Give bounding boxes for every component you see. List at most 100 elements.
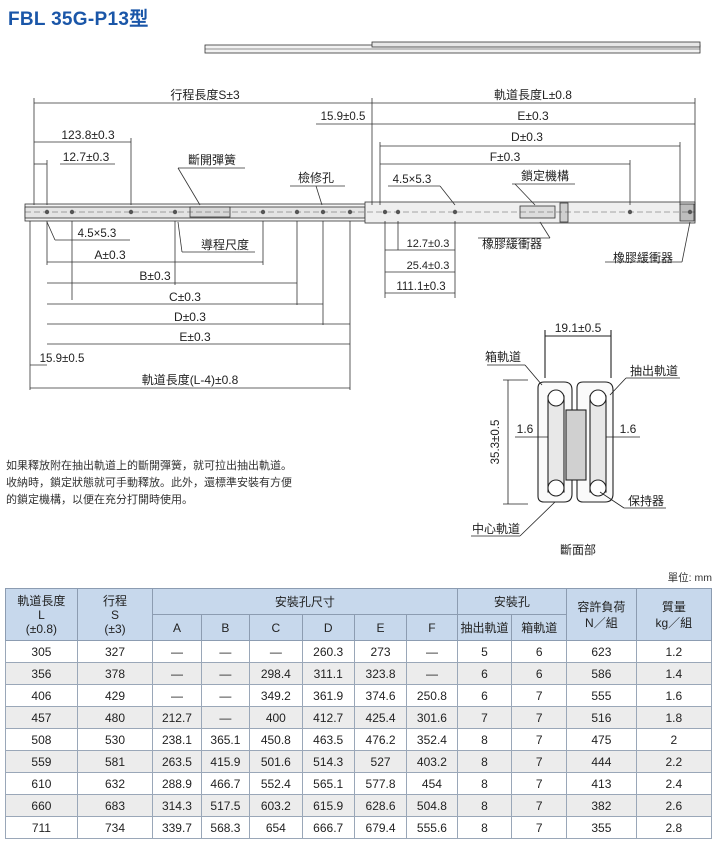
note-line-2: 收納時，鎖定狀態就可手動釋放。此外，還標準安裝有方便 <box>6 477 292 489</box>
dim-1111: 111.1±0.3 <box>396 281 445 293</box>
header-c: C <box>249 614 303 641</box>
dim-d-bottom: D±0.3 <box>174 310 206 324</box>
table-cell: 339.7 <box>152 816 202 839</box>
stroke-label: 行程長度S±3 <box>170 87 240 102</box>
header-a: A <box>152 614 202 641</box>
table-cell: — <box>200 706 251 729</box>
table-cell: 7 <box>511 684 568 707</box>
table-cell: 361.9 <box>301 684 355 707</box>
center-rail-label: 中心軌道 <box>472 521 520 536</box>
note-line-1: 如果釋放附在抽出軌道上的斷開彈簧，就可拉出抽出軌道。 <box>6 460 292 472</box>
table-cell: 7 <box>511 772 568 795</box>
table-cell: 454 <box>406 772 458 795</box>
drawer-rail-label: 抽出軌道 <box>630 363 678 378</box>
header-b: B <box>200 614 251 641</box>
dim-e-bottom: E±0.3 <box>179 330 211 344</box>
rubber-buffer-label-1: 橡膠緩衝器 <box>482 237 542 251</box>
table-cell: 263.5 <box>152 750 202 773</box>
dim-f-top: F±0.3 <box>490 150 521 164</box>
table-cell: 610 <box>5 772 78 795</box>
table-cell: 7 <box>456 706 513 729</box>
table-cell: 7 <box>511 706 568 729</box>
table-cell: — <box>152 684 202 707</box>
table-cell: 2 <box>635 728 713 751</box>
table-cell: 8 <box>456 794 513 817</box>
header-mass: 質量 kg／組 <box>635 588 713 641</box>
table-cell: 466.7 <box>200 772 251 795</box>
table-cell: 288.9 <box>152 772 202 795</box>
table-cell: — <box>200 684 251 707</box>
table-cell: 7 <box>511 750 568 773</box>
table-cell: 365.1 <box>200 728 251 751</box>
table-cell: 480 <box>76 706 154 729</box>
table-cell: 6 <box>456 684 513 707</box>
table-cell: 314.3 <box>152 794 202 817</box>
table-cell: 504.8 <box>406 794 458 817</box>
table-cell: 8 <box>456 772 513 795</box>
table-cell: 444 <box>566 750 637 773</box>
table-cell: 476.2 <box>353 728 408 751</box>
table-cell: 212.7 <box>152 706 202 729</box>
header-stroke: 行程 S (±3) <box>76 588 154 641</box>
rubber-buffer-label-2: 橡膠緩衝器 <box>613 251 673 265</box>
table-cell: 413 <box>566 772 637 795</box>
header-f: F <box>406 614 458 641</box>
table-cell: 250.8 <box>406 684 458 707</box>
table-cell: 450.8 <box>249 728 303 751</box>
box-rail-label: 箱軌道 <box>485 349 521 364</box>
table-cell: 260.3 <box>301 640 355 663</box>
table-cell: 603.2 <box>249 794 303 817</box>
header-load: 容許負荷 N／組 <box>566 588 637 641</box>
table-cell: 6 <box>456 662 513 685</box>
table-cell: 711 <box>5 816 78 839</box>
table-cell: 1.8 <box>635 706 713 729</box>
header-box-rail: 箱軌道 <box>511 614 568 641</box>
table-cell: 516 <box>566 706 637 729</box>
table-cell: 559 <box>5 750 78 773</box>
extended-rail-top <box>204 41 701 54</box>
table-cell: 628.6 <box>353 794 408 817</box>
table-cell: 2.8 <box>635 816 713 839</box>
table-cell: 429 <box>76 684 154 707</box>
table-cell: 2.6 <box>635 794 713 817</box>
table-cell: 6 <box>511 662 568 685</box>
section-width-label: 19.1±0.5 <box>555 321 602 335</box>
header-d: D <box>301 614 355 641</box>
retainer-label: 保持器 <box>628 493 664 508</box>
disconnect-spring-label: 斷開彈簧 <box>188 152 236 167</box>
table-cell: 734 <box>76 816 154 839</box>
rail-length-label: 軌道長度L±0.8 <box>494 87 572 102</box>
dim-d-top: D±0.3 <box>511 130 543 144</box>
table-cell: 660 <box>5 794 78 817</box>
table-cell: 5 <box>456 640 513 663</box>
thickness-left-label: 1.6 <box>517 422 534 436</box>
thickness-right-label: 1.6 <box>620 422 637 436</box>
table-cell: — <box>152 640 202 663</box>
table-cell: 2.4 <box>635 772 713 795</box>
table-cell: 586 <box>566 662 637 685</box>
table-cell: 327 <box>76 640 154 663</box>
page-title: FBL 35G-P13型 <box>8 9 149 30</box>
description-note: 如果釋放附在抽出軌道上的斷開彈簧，就可拉出抽出軌道。 收納時，鎖定狀態就可手動釋… <box>6 458 351 509</box>
rail-assembly <box>24 201 696 224</box>
table-cell: 8 <box>456 728 513 751</box>
table-cell: — <box>200 640 251 663</box>
table-cell: 378 <box>76 662 154 685</box>
unit-label: 單位: mm <box>667 572 712 584</box>
table-cell: 508 <box>5 728 78 751</box>
table-cell: 568.3 <box>200 816 251 839</box>
spec-table: 軌道長度 L (±0.8) 行程 S (±3) 安裝孔尺寸 安裝孔 容許負荷 N… <box>5 588 713 839</box>
table-cell: 349.2 <box>249 684 303 707</box>
note-line-3: 的鎖定機構，以便在充分打開時使用。 <box>6 494 193 506</box>
table-cell: 238.1 <box>152 728 202 751</box>
dim-159-top: 15.9±0.5 <box>321 111 366 123</box>
table-cell: — <box>200 662 251 685</box>
header-drawer-rail: 抽出軌道 <box>456 614 513 641</box>
table-cell: 406 <box>5 684 78 707</box>
dim-159-bottom: 15.9±0.5 <box>40 353 85 365</box>
header-rail-length: 軌道長度 L (±0.8) <box>5 588 78 641</box>
